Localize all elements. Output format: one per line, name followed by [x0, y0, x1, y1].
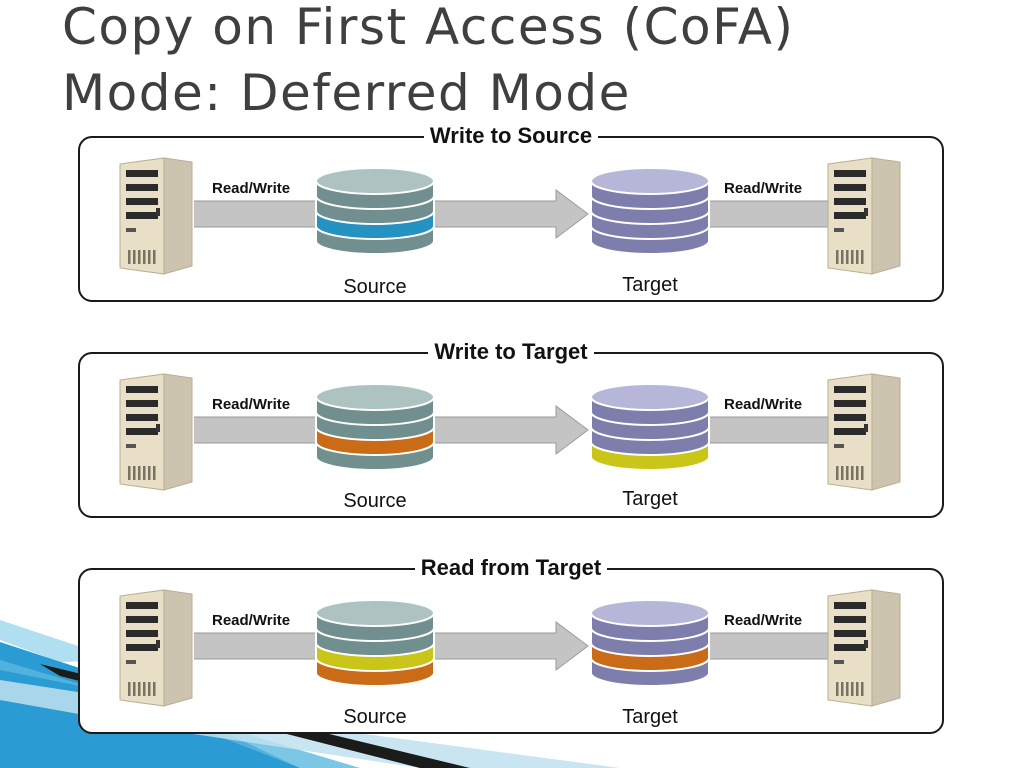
target-label: Target — [622, 706, 678, 728]
source-database-icon — [315, 167, 435, 255]
source-database-icon — [315, 599, 435, 687]
target-database-icon — [590, 599, 710, 687]
slide-title: Copy on First Access (CoFA) Mode: Deferr… — [62, 0, 795, 122]
panel-title: Write to Source — [423, 123, 599, 148]
panel-title: Write to Target — [428, 339, 594, 364]
left-readwrite-label: Read/Write — [212, 180, 291, 197]
right-connection-bar — [699, 200, 841, 228]
left-connection-bar — [189, 416, 331, 444]
right-readwrite-label: Read/Write — [724, 396, 803, 413]
panel-diagram — [119, 372, 902, 492]
source-label: Source — [343, 490, 407, 512]
right-connection-bar — [699, 416, 841, 444]
right-readwrite-label: Read/Write — [724, 180, 803, 197]
left-server-icon — [119, 588, 194, 708]
left-server-icon — [119, 156, 194, 276]
right-server-icon — [827, 156, 902, 276]
target-label: Target — [622, 488, 678, 510]
copy-arrow — [429, 189, 589, 239]
panel-write-to-source: Write to Source Read/Write Read/Write So… — [78, 123, 944, 302]
copy-arrow — [429, 621, 589, 671]
source-label: Source — [343, 706, 407, 728]
panel-diagram — [119, 156, 902, 276]
left-server-icon — [119, 372, 194, 492]
panel-title: Read from Target — [414, 555, 608, 580]
left-connection-bar — [189, 200, 331, 228]
right-connection-bar — [699, 632, 841, 660]
right-server-icon — [827, 372, 902, 492]
target-label: Target — [622, 274, 678, 296]
source-database-icon — [315, 383, 435, 471]
left-connection-bar — [189, 632, 331, 660]
right-readwrite-label: Read/Write — [724, 612, 803, 629]
copy-arrow — [429, 405, 589, 455]
right-server-icon — [827, 588, 902, 708]
target-database-icon — [590, 383, 710, 471]
target-database-icon — [590, 167, 710, 255]
source-label: Source — [343, 276, 407, 298]
panel-read-from-target: Read from Target Read/Write Read/Write S… — [78, 555, 944, 734]
left-readwrite-label: Read/Write — [212, 396, 291, 413]
panel-write-to-target: Write to Target Read/Write Read/Write So… — [78, 339, 944, 518]
left-readwrite-label: Read/Write — [212, 612, 291, 629]
panel-diagram — [119, 588, 902, 708]
